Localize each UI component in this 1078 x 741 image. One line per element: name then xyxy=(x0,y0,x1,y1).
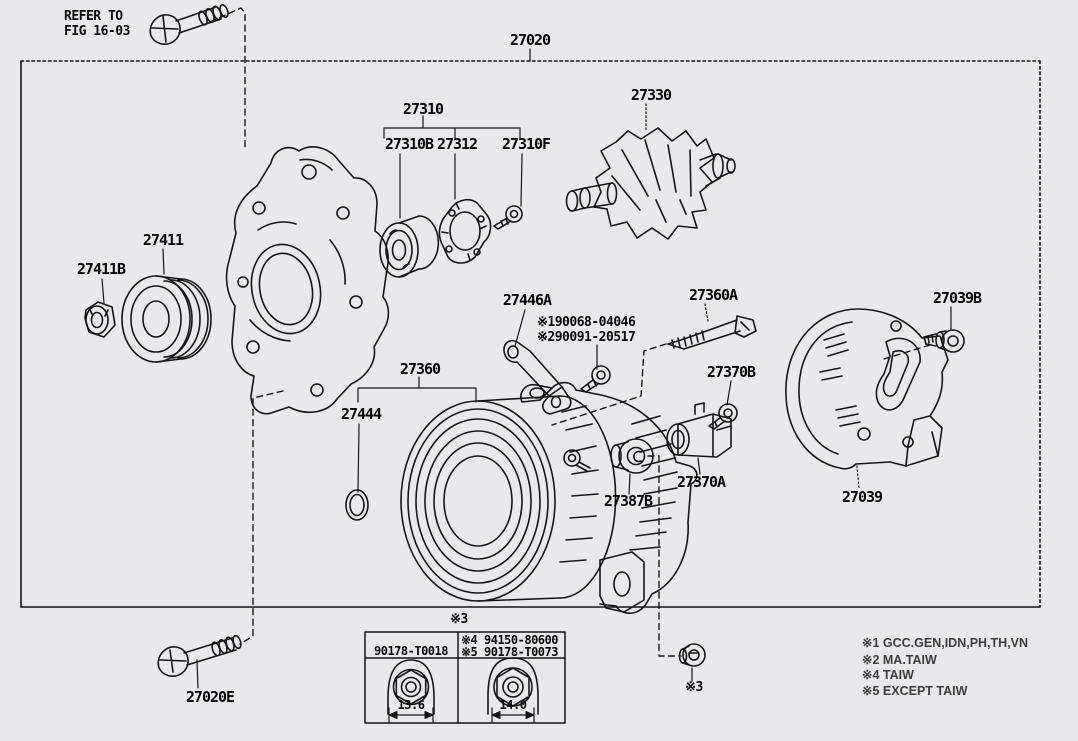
bearing-screw-drawing xyxy=(493,205,523,230)
part-label-27330: 27330 xyxy=(630,86,672,104)
part-note-290091: ※290091-20517 xyxy=(537,330,636,345)
terminal-nut-note: ※3 xyxy=(685,680,703,695)
pulley-drawing xyxy=(121,275,212,363)
regulator-screw-drawing xyxy=(708,403,738,430)
legend-item-4: ※5 EXCEPT TAIW xyxy=(862,684,968,698)
part-note-190068: ※190068-04046 xyxy=(537,315,636,330)
nut-table-left-nut-drawing xyxy=(387,659,435,723)
nut-table-dim-2: 14.0 xyxy=(499,698,527,712)
o-ring-drawing xyxy=(345,489,369,521)
rectifier-grommet-drawing xyxy=(610,438,654,474)
part-label-27411: 27411 xyxy=(142,231,184,249)
part-label-27310F: 27310F xyxy=(501,135,551,153)
part-label-27370B: 27370B xyxy=(706,363,756,381)
nut-table-note: ※3 xyxy=(450,612,468,627)
washer-bolt-drawing xyxy=(580,365,611,393)
part-label-27039: 27039 xyxy=(841,488,883,506)
part-label-27039B: 27039B xyxy=(932,289,982,307)
part-label-27310B: 27310B xyxy=(384,135,434,153)
terminal-nut-drawing xyxy=(678,643,706,667)
rear-cover-bolt-drawing xyxy=(923,329,965,353)
refer-bolt-drawing xyxy=(149,3,229,45)
nut-table-col2-partno-2: ※5 90178-T0073 xyxy=(461,645,558,659)
nut-table-col1-partno: 90178-T0018 xyxy=(374,644,448,658)
refer-note-line1: REFER TO xyxy=(64,9,123,24)
part-label-27020: 27020 xyxy=(509,31,551,49)
part-label-27387B: 27387B xyxy=(603,492,653,510)
rear-cover-drawing xyxy=(785,308,949,470)
legend-item-3: ※4 TAIW xyxy=(862,668,914,682)
refer-note-line2: FIG 16-03 xyxy=(64,23,130,39)
part-label-27411B: 27411B xyxy=(76,260,126,278)
assembly-frame xyxy=(20,60,1041,608)
regulator-drawing xyxy=(666,402,732,458)
part-label-27360A: 27360A xyxy=(688,286,738,304)
terminal-bracket-drawing xyxy=(503,339,572,415)
bearing-retainer-drawing xyxy=(438,198,492,264)
stator-drawing xyxy=(400,381,698,615)
part-label-27360: 27360 xyxy=(399,360,441,378)
nut-table-right-nut-drawing xyxy=(487,657,539,723)
through-bolt-drawing xyxy=(667,315,757,350)
part-label-27310: 27310 xyxy=(402,100,444,118)
nut-table-borders xyxy=(364,631,566,724)
pulley-nut-drawing xyxy=(84,301,116,338)
refer-note: REFER TO FIG 16-03 xyxy=(64,9,130,40)
part-label-27020E: 27020E xyxy=(185,688,235,706)
part-label-27370A: 27370A xyxy=(676,473,726,491)
nut-table-dim-1: 13.6 xyxy=(397,698,425,712)
part-label-27312: 27312 xyxy=(436,135,478,153)
leader-lines xyxy=(101,48,952,689)
bearing-drawing xyxy=(379,215,440,278)
part-label-27446A: 27446A xyxy=(502,291,552,309)
nut-table-col2-partno-1: ※4 94150-80600 xyxy=(461,633,558,647)
front-bracket-drawing xyxy=(225,146,390,415)
rotor-drawing xyxy=(565,127,736,240)
part-label-27444: 27444 xyxy=(340,405,382,423)
legend-item-2: ※2 MA.TAIW xyxy=(862,653,937,667)
legend-item-1: ※1 GCC.GEN,IDN,PH,TH,VN xyxy=(862,636,1029,650)
mount-bolt-drawing xyxy=(157,634,242,677)
